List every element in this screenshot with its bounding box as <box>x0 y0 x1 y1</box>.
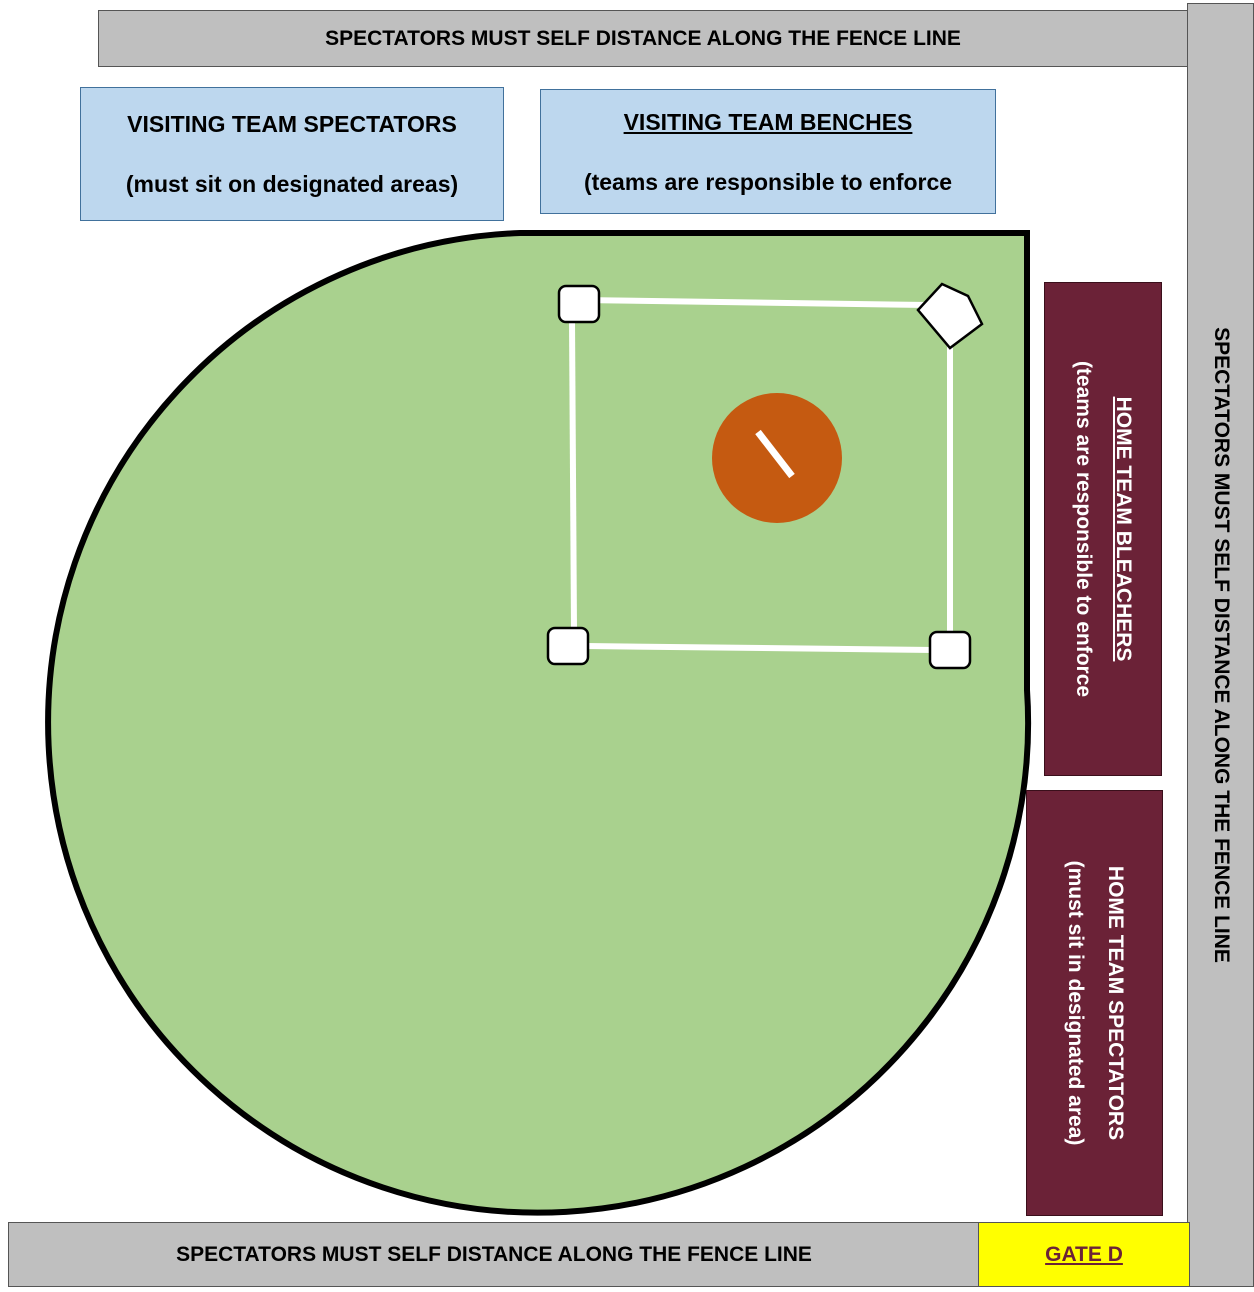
visiting-team-spectators-area: VISITING TEAM SPECTATORS (must sit on de… <box>80 87 504 221</box>
pitchers-rubber <box>755 429 795 479</box>
visiting-benches-note: (teams are responsible to enforce <box>583 168 953 195</box>
baseline-2nd-3rd <box>569 319 577 631</box>
home-bleachers-text: HOME TEAM BLEACHERS (teams are responsib… <box>1063 361 1143 697</box>
second-base <box>557 284 601 324</box>
home-bleachers-title: HOME TEAM BLEACHERS <box>1112 396 1135 662</box>
gate-d: GATE D <box>978 1222 1190 1287</box>
bottom-fence-label: SPECTATORS MUST SELF DISTANCE ALONG THE … <box>176 1242 812 1266</box>
home-spectators-note: (must sit in designated area) <box>1063 860 1087 1146</box>
bottom-fence-line: SPECTATORS MUST SELF DISTANCE ALONG THE … <box>8 1222 980 1287</box>
third-base <box>546 626 590 666</box>
visiting-team-benches-area: VISITING TEAM BENCHES (teams are respons… <box>540 89 996 214</box>
visiting-spectators-title: VISITING TEAM SPECTATORS <box>127 111 457 137</box>
top-fence-line: SPECTATORS MUST SELF DISTANCE ALONG THE … <box>98 10 1188 67</box>
top-fence-label: SPECTATORS MUST SELF DISTANCE ALONG THE … <box>325 26 961 50</box>
right-fence-label: SPECTATORS MUST SELF DISTANCE ALONG THE … <box>1209 327 1233 963</box>
home-team-spectators-area: HOME TEAM SPECTATORS (must sit in design… <box>1026 790 1163 1216</box>
first-base <box>928 630 972 670</box>
home-plate <box>916 282 984 350</box>
home-spectators-text: HOME TEAM SPECTATORS (must sit in design… <box>1055 861 1135 1146</box>
gate-label: GATE D <box>1045 1242 1123 1266</box>
home-team-bleachers-area: HOME TEAM BLEACHERS (teams are responsib… <box>1044 282 1162 776</box>
home-bleachers-note: (teams are responsible to enforce <box>1072 360 1095 698</box>
baseline-3rd-home <box>585 643 935 653</box>
home-spectators-title: HOME TEAM SPECTATORS <box>1103 865 1127 1141</box>
field-grass <box>45 230 1032 1216</box>
visiting-benches-title: VISITING TEAM BENCHES <box>623 108 913 135</box>
visiting-spectators-note: (must sit on designated areas) <box>125 171 459 197</box>
baseline-2nd-1st <box>579 297 929 308</box>
right-fence-line: SPECTATORS MUST SELF DISTANCE ALONG THE … <box>1187 3 1254 1287</box>
